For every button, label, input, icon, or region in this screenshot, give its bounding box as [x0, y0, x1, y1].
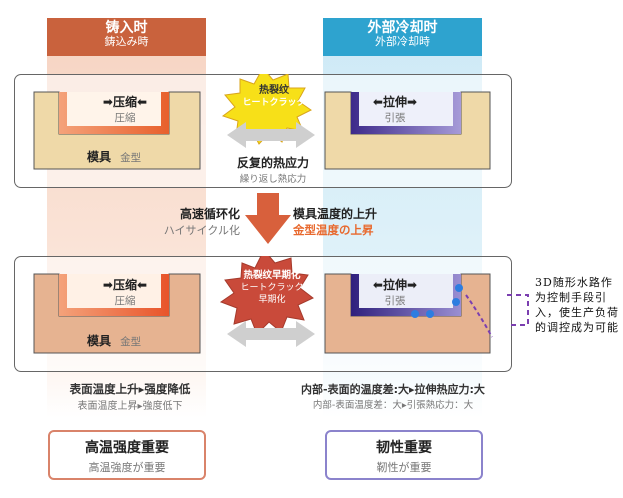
- cooling-tension-sub: 引張: [384, 112, 406, 124]
- cooling-channel-dot: [411, 310, 419, 318]
- heat-crack-text: 热裂纹 ヒートクラック: [229, 85, 319, 109]
- callout-bracket: [465, 294, 529, 338]
- casting-header: 铸入时 鋳込み時: [47, 18, 206, 56]
- bottom-mold-label-cn: 模具: [87, 334, 112, 348]
- casting-compress: ➡压缩⬅: [102, 95, 148, 109]
- late-casting-compress: ➡压缩⬅: [102, 278, 148, 292]
- bottom-mold-label-jp: 金型: [120, 336, 142, 348]
- cycle-stress-label: 反复的热应力: [236, 156, 309, 170]
- cooling-cavity: [359, 92, 453, 126]
- cycle-stress-sub: 繰り返し熱応力: [239, 174, 307, 185]
- early-crack-burst: [219, 256, 314, 335]
- mold-temp-rise-label: 模具温度的上升: [293, 207, 378, 221]
- early-crack-sub2: 早期化: [258, 295, 286, 305]
- casting-header-subtitle: 鋳込み時: [104, 35, 149, 49]
- cooling-channel-dot: [452, 298, 460, 306]
- casting-compress-label: 压缩: [112, 95, 137, 109]
- late-tension-label: 拉伸: [382, 278, 407, 292]
- cooling-header-title: 外部冷却时: [367, 20, 438, 36]
- cooling-tension-label: 拉伸: [382, 95, 407, 109]
- early-crack-sub1: ヒートクラック: [240, 283, 304, 293]
- cooling-channel-dot: [455, 284, 463, 292]
- right-note-line2: 内部-表面温度差：大▸引張熱応力：大: [312, 400, 474, 411]
- high-cycle-label: 高速循环化: [179, 207, 240, 221]
- toughness-sub: 靭性が重要: [376, 461, 432, 474]
- late-compress-label: 压缩: [112, 278, 137, 292]
- cooling-header-subtitle: 外部冷却時: [375, 35, 430, 49]
- toughness-title: 韧性重要: [376, 440, 432, 456]
- right-note: 内部-表面的温度差:大▸拉伸热应力:大 内部-表面温度差：大▸引張熱応力：大: [258, 381, 528, 411]
- heat-crack-sub: ヒートクラック: [242, 98, 306, 108]
- mold-temp-rise-sub: 金型温度の上昇: [293, 223, 374, 237]
- left-note: 表面温度上升▸强度降低 表面温度上昇▸強度低下: [55, 381, 205, 412]
- high-temp-strength-sub: 高温強度が重要: [88, 461, 166, 474]
- late-tension-sub: 引張: [384, 295, 406, 307]
- casting-hot-layer: [59, 92, 169, 134]
- left-note-line1: 表面温度上升▸强度降低: [69, 382, 191, 396]
- down-arrow-icon: [245, 193, 291, 244]
- mold-temp-rise: 模具温度的上升 金型温度の上昇: [293, 205, 433, 238]
- annotation-text: 3D随形水路作为控制手段引入，使生产负荷的调控成为可能: [535, 276, 619, 334]
- early-crack-label: 热裂纹早期化: [243, 270, 301, 281]
- late-cycle-double-arrow: [227, 321, 315, 347]
- early-crack-text: 热裂纹早期化 ヒートクラック 早期化: [222, 270, 322, 306]
- heat-crack-label: 热裂纹: [259, 85, 289, 96]
- top-mold-label-cn: 模具: [87, 150, 112, 164]
- cooling-tension: ⬅拉伸➡: [372, 95, 418, 109]
- toughness-box: 韧性重要 靭性が重要: [325, 430, 483, 480]
- cooling-channel-dot: [426, 310, 434, 318]
- late-cooling-cavity: [359, 274, 453, 308]
- late-compress-sub: 圧縮: [114, 295, 136, 307]
- high-temp-strength-title: 高温强度重要: [85, 440, 169, 456]
- late-casting-hot-layer: [59, 274, 169, 316]
- cycle-double-arrow: [227, 122, 315, 148]
- late-cooling-tension: ⬅拉伸➡: [372, 278, 418, 292]
- casting-cavity: [67, 92, 161, 126]
- cooling-header: 外部冷却时 外部冷却時: [323, 18, 482, 56]
- right-note-line1: 内部-表面的温度差:大▸拉伸热应力:大: [301, 383, 485, 396]
- high-cycle: 高速循环化 ハイサイクル化: [120, 205, 240, 238]
- casting-header-title: 铸入时: [105, 20, 148, 36]
- casting-compress-sub: 圧縮: [114, 112, 136, 124]
- cycle-stress: 反复的热应力 繰り返し熱応力: [218, 154, 328, 185]
- bottom-mold-label: 模具 金型: [87, 330, 141, 349]
- bottom-panel-graphics: [33, 256, 491, 354]
- high-temp-strength-box: 高温强度重要 高温強度が重要: [48, 430, 206, 480]
- top-panel-graphics: [33, 74, 491, 170]
- top-mold-label: 模具 金型: [87, 146, 141, 165]
- high-cycle-sub: ハイサイクル化: [163, 224, 240, 237]
- late-casting-cavity: [67, 274, 161, 308]
- left-note-line2: 表面温度上昇▸強度低下: [77, 401, 183, 412]
- late-cooling-cold-layer: [351, 274, 461, 316]
- top-mold-label-jp: 金型: [120, 152, 142, 164]
- cooling-cold-layer: [351, 92, 461, 134]
